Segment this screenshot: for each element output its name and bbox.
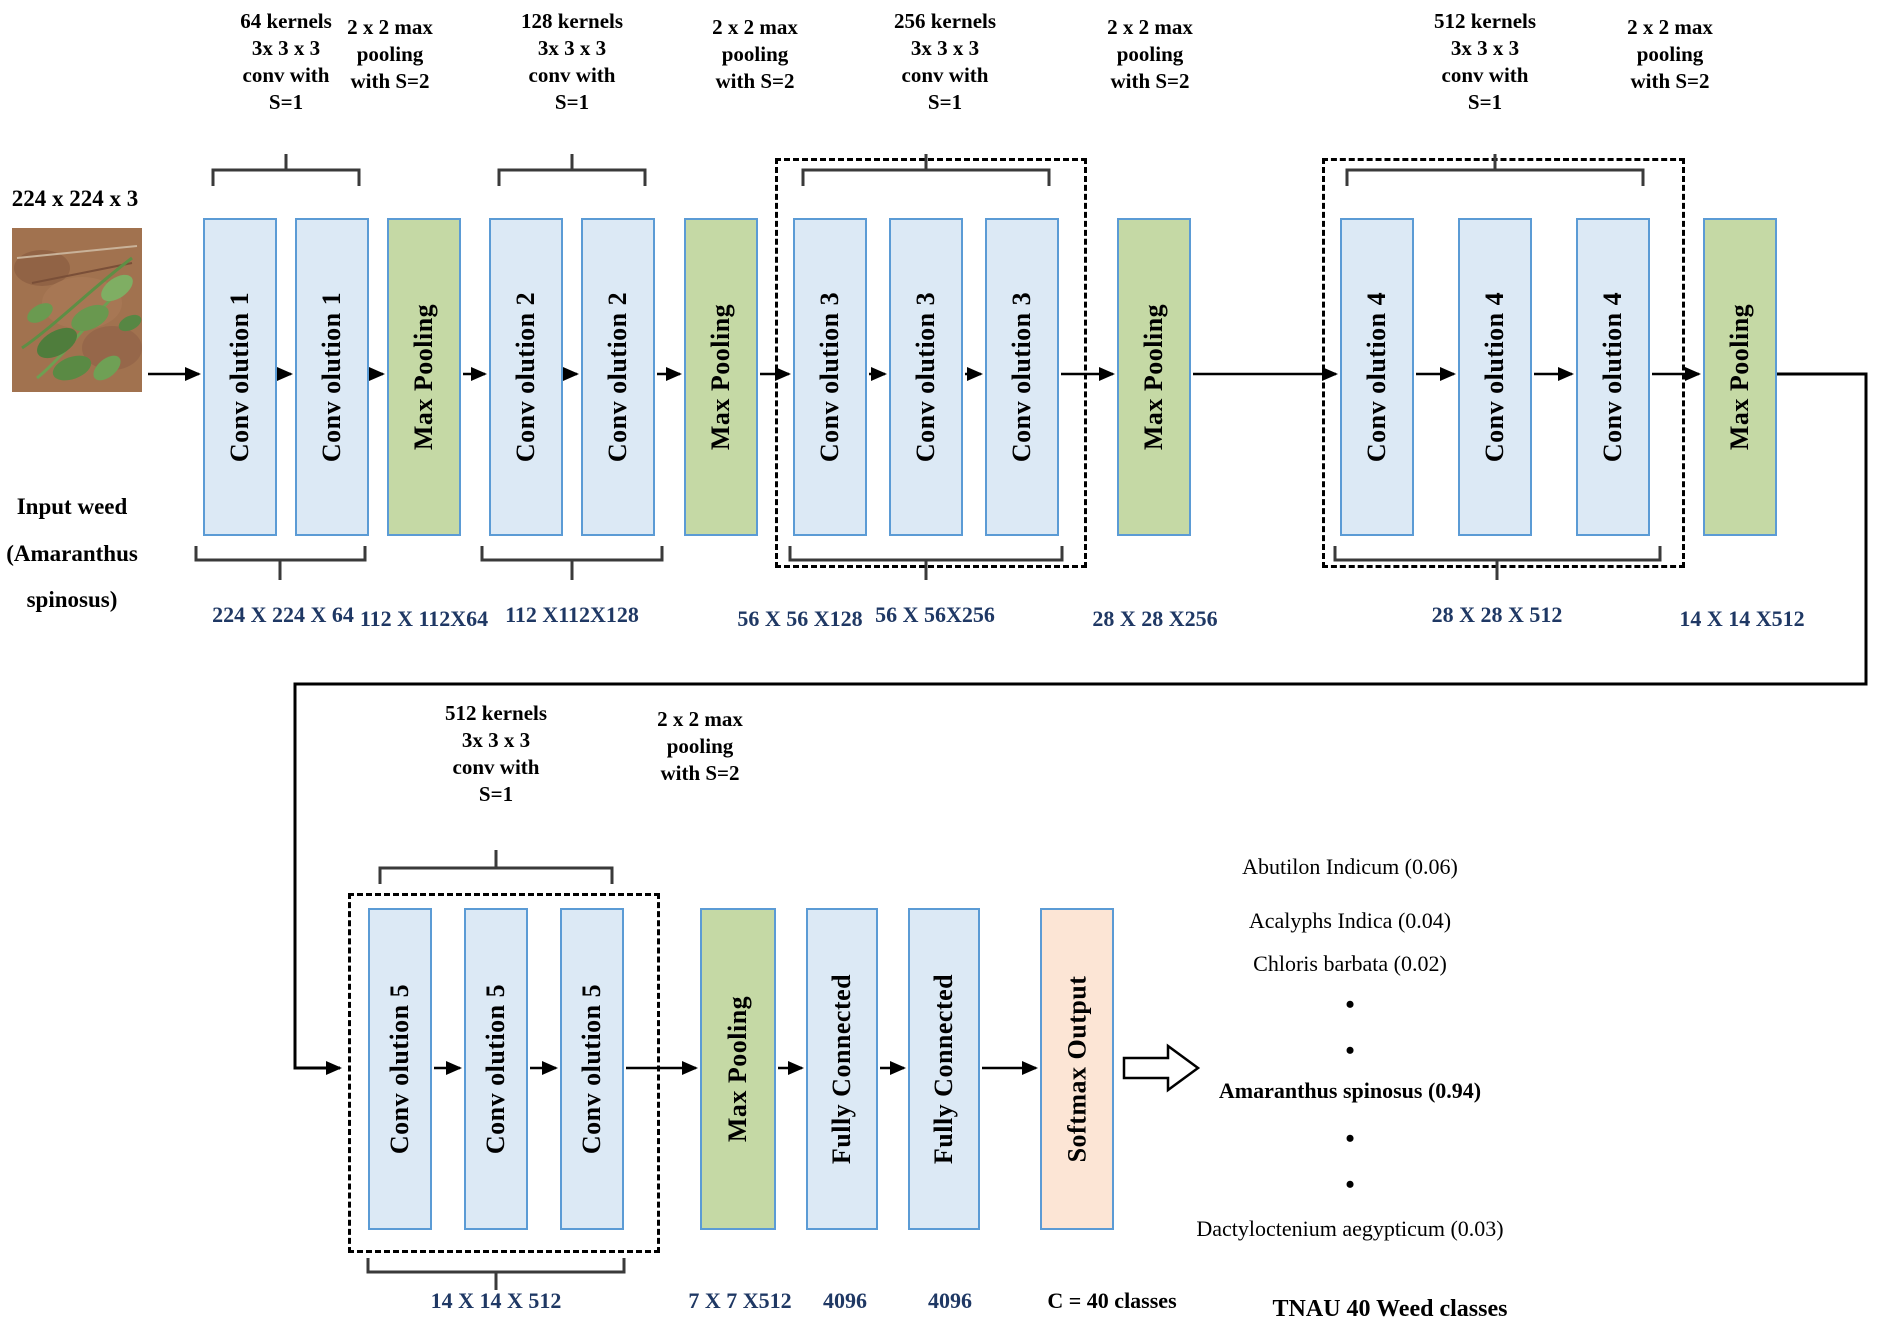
op-label-pool5: 2 x 2 max pooling with S=2 <box>657 707 743 785</box>
fully-connected-box-1: Fully Connected <box>806 908 878 1230</box>
bracket-conv1 <box>211 154 361 186</box>
op-label-conv2: 128 kernels 3x 3 x 3 conv with S=1 <box>520 9 624 114</box>
softmax-output-box: Softmax Output <box>1040 908 1114 1230</box>
ellipsis-dot: • <box>1345 1124 1355 1153</box>
brace-dims-conv4 <box>1333 546 1662 580</box>
ellipsis-dot: • <box>1345 990 1355 1019</box>
row1-to-row2-connector <box>293 372 1868 1075</box>
dim-label-14x14x512-row2: 14 X 14 X 512 <box>430 1288 562 1313</box>
bracket-conv3 <box>801 154 1051 186</box>
dim-label-224x224x64: 224 X 224 X 64 <box>212 602 354 627</box>
dim-label-14x14x512: 14 X 14 X512 <box>1679 606 1805 631</box>
conv4-box-3: Conv olution 4 <box>1576 218 1650 536</box>
brace-dims-conv1 <box>194 546 367 580</box>
brace-dims-conv5 <box>366 1258 626 1290</box>
maxpool2-box: Max Pooling <box>684 218 758 536</box>
input-size-label: 224 x 224 x 3 <box>11 186 139 211</box>
op-label-conv3: 256 kernels 3x 3 x 3 conv with S=1 <box>893 9 997 114</box>
op-label-conv5: 512 kernels 3x 3 x 3 conv with S=1 <box>444 701 548 806</box>
maxpool1-box: Max Pooling <box>387 218 461 536</box>
conv5-box-1: Conv olution 5 <box>368 908 432 1230</box>
conv3-box-3: Conv olution 3 <box>985 218 1059 536</box>
dim-label-4096-1: 4096 <box>823 1288 867 1313</box>
conv1-box-2: Conv olution 1 <box>295 218 369 536</box>
bracket-conv4 <box>1345 154 1645 186</box>
weed-classes-footer: TNAU 40 Weed classes <box>1272 1296 1508 1322</box>
conv4-box-1: Conv olution 4 <box>1340 218 1414 536</box>
conv5-box-2: Conv olution 5 <box>464 908 528 1230</box>
dim-label-28x28x256: 28 X 28 X256 <box>1092 606 1218 631</box>
conv2-box-1: Conv olution 2 <box>489 218 563 536</box>
ellipsis-dot: • <box>1345 1170 1355 1199</box>
maxpool4-box: Max Pooling <box>1703 218 1777 536</box>
class-score-dactyloctenium: Dactyloctenium aegypticum (0.03) <box>1196 1216 1504 1241</box>
dim-label-56x56x256: 56 X 56X256 <box>875 602 995 627</box>
input-caption-line1: Input weed <box>16 494 128 519</box>
bracket-conv5 <box>378 850 614 884</box>
dim-label-56x56x128: 56 X 56 X128 <box>737 606 863 631</box>
conv3-box-2: Conv olution 3 <box>889 218 963 536</box>
dim-label-112x112x128: 112 X112X128 <box>505 602 639 627</box>
maxpool5-box: Max Pooling <box>700 908 776 1230</box>
bracket-conv2 <box>497 154 647 186</box>
conv5-group-frame <box>348 893 660 1253</box>
ellipsis-dot: • <box>1345 1036 1355 1065</box>
conv3-group-frame <box>775 158 1087 568</box>
class-score-abutilon: Abutilon Indicum (0.06) <box>1242 854 1458 879</box>
op-label-pool3: 2 x 2 max pooling with S=2 <box>1107 15 1193 93</box>
class-score-amaranthus: Amaranthus spinosus (0.94) <box>1218 1078 1482 1103</box>
dim-label-4096-2: 4096 <box>928 1288 972 1313</box>
input-weed-image <box>12 228 142 392</box>
conv4-group-frame <box>1322 158 1685 568</box>
top-brackets <box>211 154 1645 884</box>
op-label-pool2: 2 x 2 max pooling with S=2 <box>712 15 798 93</box>
maxpool3-box: Max Pooling <box>1117 218 1191 536</box>
class-score-chloris: Chloris barbata (0.02) <box>1253 951 1447 976</box>
op-label-conv1: 64 kernels 3x 3 x 3 conv with S=1 <box>240 9 332 114</box>
op-label-pool1: 2 x 2 max pooling with S=2 <box>347 15 433 93</box>
brace-dims-conv2 <box>480 546 664 580</box>
op-label-conv4: 512 kernels 3x 3 x 3 conv with S=1 <box>1433 9 1537 114</box>
dim-label-7x7x512: 7 X 7 X512 <box>688 1288 792 1313</box>
bottom-braces <box>194 546 1662 1290</box>
conv5-box-3: Conv olution 5 <box>560 908 624 1230</box>
fully-connected-box-2: Fully Connected <box>908 908 980 1230</box>
softmax-output-arrow <box>1122 1043 1201 1093</box>
conv3-box-1: Conv olution 3 <box>793 218 867 536</box>
dim-label-28x28x512: 28 X 28 X 512 <box>1431 602 1563 627</box>
dim-label-classes: C = 40 classes <box>1047 1288 1177 1313</box>
conv4-box-2: Conv olution 4 <box>1458 218 1532 536</box>
input-caption-line3: spinosus) <box>26 587 118 612</box>
conv2-box-2: Conv olution 2 <box>581 218 655 536</box>
conv1-box-1: Conv olution 1 <box>203 218 277 536</box>
brace-dims-conv3 <box>788 546 1064 580</box>
dim-label-112x112x64: 112 X 112X64 <box>359 606 489 631</box>
class-score-acalyphs: Acalyphs Indica (0.04) <box>1248 908 1452 933</box>
input-caption-line2: (Amaranthus <box>6 541 138 566</box>
op-label-pool4: 2 x 2 max pooling with S=2 <box>1627 15 1713 93</box>
